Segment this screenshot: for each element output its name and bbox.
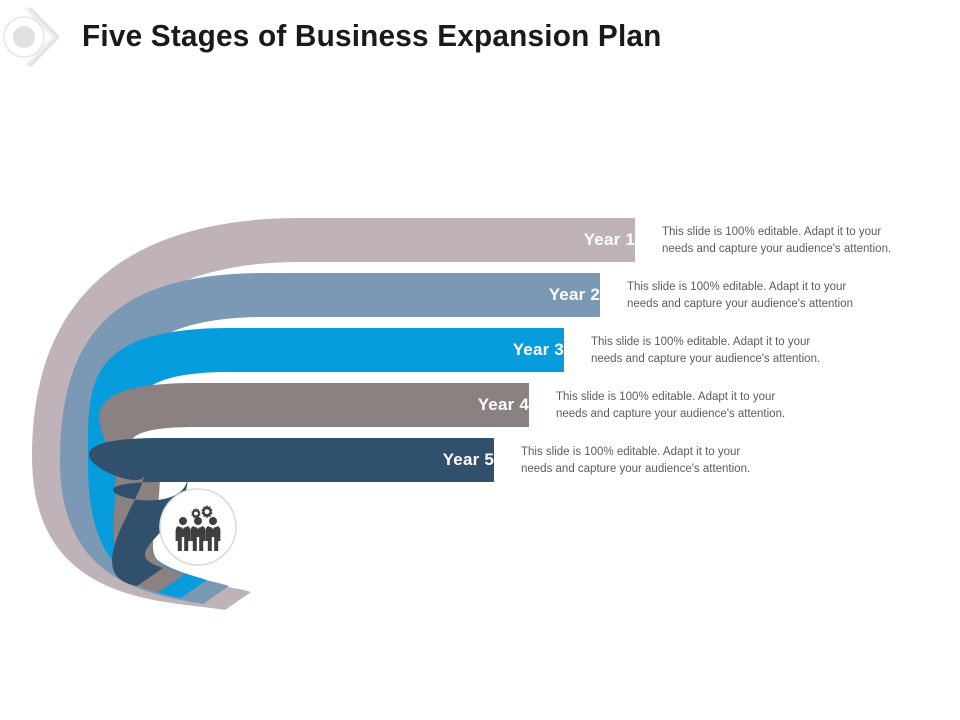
stage-description-3: This slide is 100% editable. Adapt it to… bbox=[591, 336, 821, 365]
gear-group bbox=[191, 505, 213, 520]
stage-description-2: This slide is 100% editable. Adapt it to… bbox=[627, 281, 853, 310]
page-title: Five Stages of Business Expansion Plan bbox=[82, 18, 662, 53]
stage-description-5: This slide is 100% editable. Adapt it to… bbox=[521, 446, 751, 475]
stage-label-4[interactable]: Year 4 bbox=[477, 395, 529, 414]
stage-description-4: This slide is 100% editable. Adapt it to… bbox=[556, 391, 786, 420]
stage-description-1: This slide is 100% editable. Adapt it to… bbox=[662, 226, 892, 255]
arc-band-5 bbox=[88, 438, 494, 586]
stage-row[interactable]: Year 2 This slide is 100% editable. Adapt… bbox=[0, 273, 960, 317]
arc-bands-svg bbox=[32, 218, 635, 610]
team-gears-svg bbox=[159, 488, 237, 566]
stage-row[interactable]: Year 3 This slide is 100% editable. Adapt… bbox=[0, 328, 960, 372]
logo-svg bbox=[3, 6, 61, 68]
stage-label-3[interactable]: Year 3 bbox=[512, 340, 564, 359]
arc-band-1 bbox=[32, 218, 635, 610]
arc-band-shape-5 bbox=[88, 438, 494, 586]
stage-row[interactable]: Year 4 This slide is 100% editable. Adapt… bbox=[0, 383, 960, 427]
stage-row[interactable]: Year 5 This slide is 100% editable. Adapt… bbox=[0, 438, 960, 482]
nested-arc-diagram bbox=[0, 150, 700, 610]
stage-label-1[interactable]: Year 1 bbox=[583, 230, 635, 249]
decorative-chevron-circle-logo bbox=[2, 6, 64, 68]
stage-label-5[interactable]: Year 5 bbox=[442, 450, 494, 469]
arc-band-shape-1 bbox=[32, 218, 635, 610]
team-gears-icon bbox=[158, 487, 238, 567]
stage-row[interactable]: Year 1 This slide is 100% editable. Adapt… bbox=[0, 218, 960, 262]
stage-label-2[interactable]: Year 2 bbox=[548, 285, 600, 304]
people-group bbox=[175, 517, 221, 551]
